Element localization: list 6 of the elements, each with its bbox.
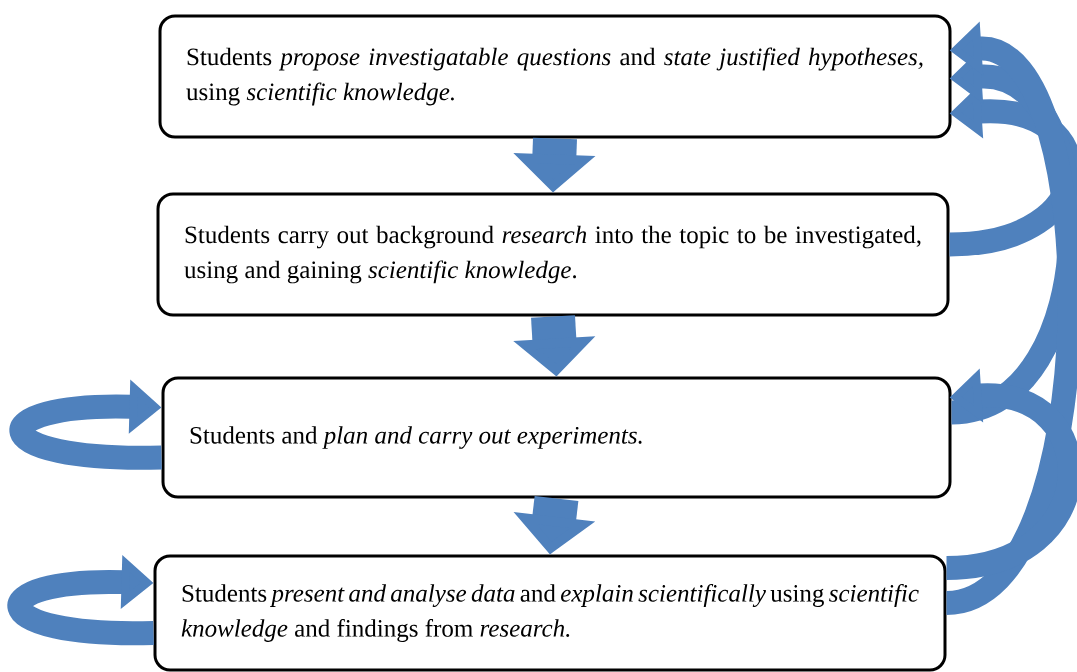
step-box: Students and plan and carry out experiments. bbox=[161, 376, 952, 499]
block-arrow bbox=[7, 555, 154, 645]
step-box: Students carry out background research into the topic to be investigated, using and gaining scientific knowledge. bbox=[156, 192, 950, 317]
block-arrow bbox=[9, 379, 162, 470]
step-box: Studentspresent and analyse data and explain scientifically using scientific knowledge and findings from research. bbox=[153, 554, 947, 672]
step-box: Students propose investigatable questions and state justified hypotheses, using scientific knowledge. bbox=[158, 14, 952, 139]
